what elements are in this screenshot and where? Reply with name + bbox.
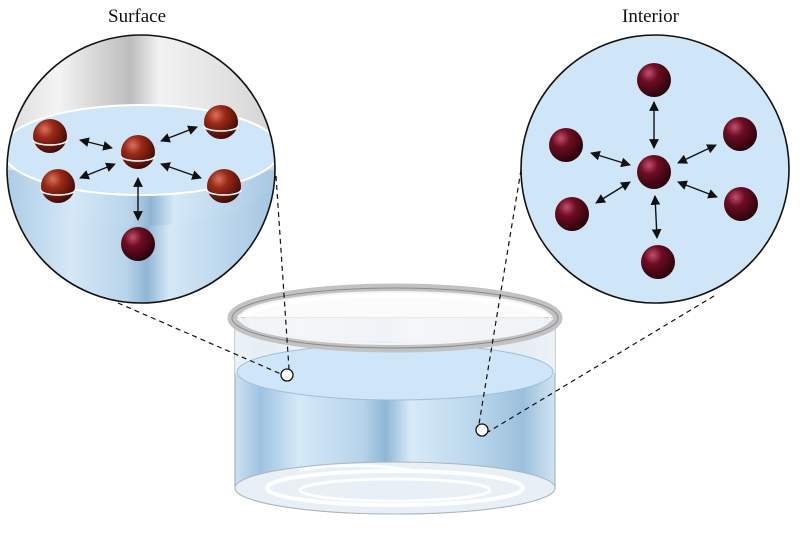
surface-attraction-arrows (79, 125, 202, 221)
interior-molecule (555, 197, 589, 231)
surface-panel-border (6, 34, 276, 304)
surface-molecule-center (121, 135, 155, 169)
surface-panel (6, 34, 276, 304)
interior-molecule (723, 117, 757, 151)
interior-label: Interior (622, 6, 679, 27)
surface-molecule (204, 105, 238, 139)
surface-molecule (41, 169, 75, 203)
interior-molecule (641, 245, 675, 279)
leader-lines (117, 169, 715, 433)
interior-molecule-center (637, 155, 671, 189)
interior-molecules (549, 63, 758, 279)
surface-zoom-marker (280, 368, 294, 382)
interior-attraction-arrows (590, 101, 718, 239)
surface-molecules (32, 105, 242, 261)
interior-molecule (637, 63, 671, 97)
surface-molecule-below (121, 227, 155, 261)
interior-zoom-marker (475, 423, 489, 437)
interior-molecule (549, 128, 583, 162)
surface-molecule (33, 119, 67, 153)
surface-molecule (207, 169, 241, 203)
beaker (227, 283, 563, 515)
surface-label: Surface (108, 6, 167, 27)
interior-molecule (724, 187, 758, 221)
interior-panel (520, 34, 790, 304)
